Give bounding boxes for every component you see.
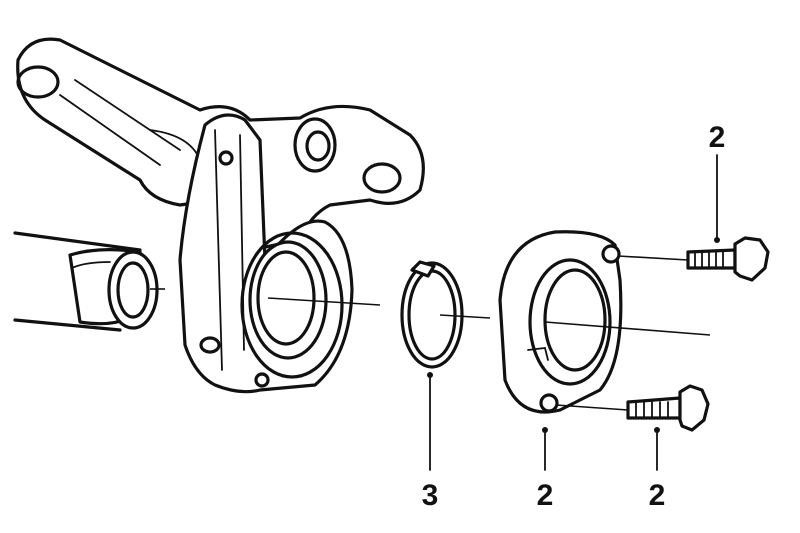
knuckle-housing xyxy=(16,37,425,394)
callout-label-flange-ring: 2 xyxy=(537,479,554,512)
bolt-top xyxy=(686,236,770,282)
circlip xyxy=(400,260,464,369)
flange-ring xyxy=(498,230,623,414)
callout-label-circlip: 3 xyxy=(422,479,439,512)
leader-lines xyxy=(427,154,720,471)
bolt-bottom xyxy=(626,384,710,432)
callout-label-bolt-top: 2 xyxy=(709,121,726,154)
callout-label-bolt-bottom: 2 xyxy=(649,479,666,512)
drive-shaft xyxy=(13,231,159,332)
assembly-axis-lines xyxy=(150,255,711,411)
